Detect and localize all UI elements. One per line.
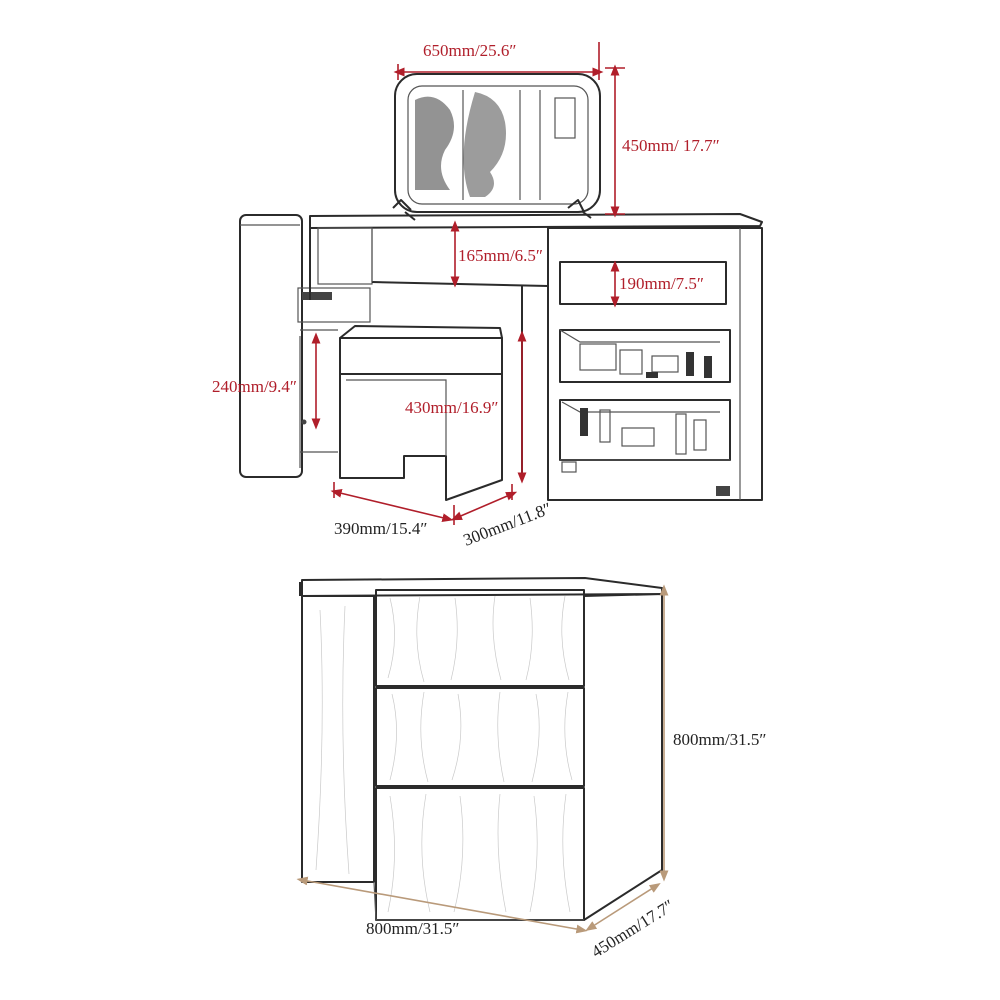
cabinet-width-label: 800mm/31.5″ [366, 919, 460, 938]
side-cabinet [239, 214, 371, 478]
stool [339, 325, 503, 501]
mirror [392, 73, 601, 221]
stool-depth-line [450, 491, 518, 521]
cabinet-illustration [299, 577, 663, 921]
dressing-table-illustration [239, 73, 763, 501]
side-cabinet-height-label: 240mm/9.4″ [212, 377, 297, 396]
cabinet-drawers [315, 589, 585, 921]
cabinet-height-label: 800mm/31.5″ [673, 730, 767, 749]
vanity-body [309, 227, 763, 501]
cabinet-width-line [296, 876, 588, 934]
bottom-dimensions: 800mm/31.5″ 800mm/31.5″ 450mm/17.7″ [296, 584, 767, 962]
stool-depth-label: 300mm/11.8″ [461, 499, 555, 550]
cabinet-depth-line [585, 882, 661, 932]
stool-width-label: 390mm/15.4″ [334, 519, 428, 538]
drawer-height-label: 190mm/7.5″ [619, 274, 704, 293]
mirror-width-label: 650mm/25.6″ [423, 41, 517, 60]
gap-height-label: 165mm/6.5″ [458, 246, 543, 265]
top-dimensions: 650mm/25.6″ 450mm/ 17.7″ 165mm/6.5″ 190m… [212, 41, 720, 550]
cabinet-depth-label: 450mm/17.7″ [588, 896, 677, 962]
mirror-height-label: 450mm/ 17.7″ [622, 136, 720, 155]
cabinet-left-door [301, 595, 375, 883]
stool-height-label: 430mm/16.9″ [405, 398, 499, 417]
stool-width-line [330, 488, 454, 523]
